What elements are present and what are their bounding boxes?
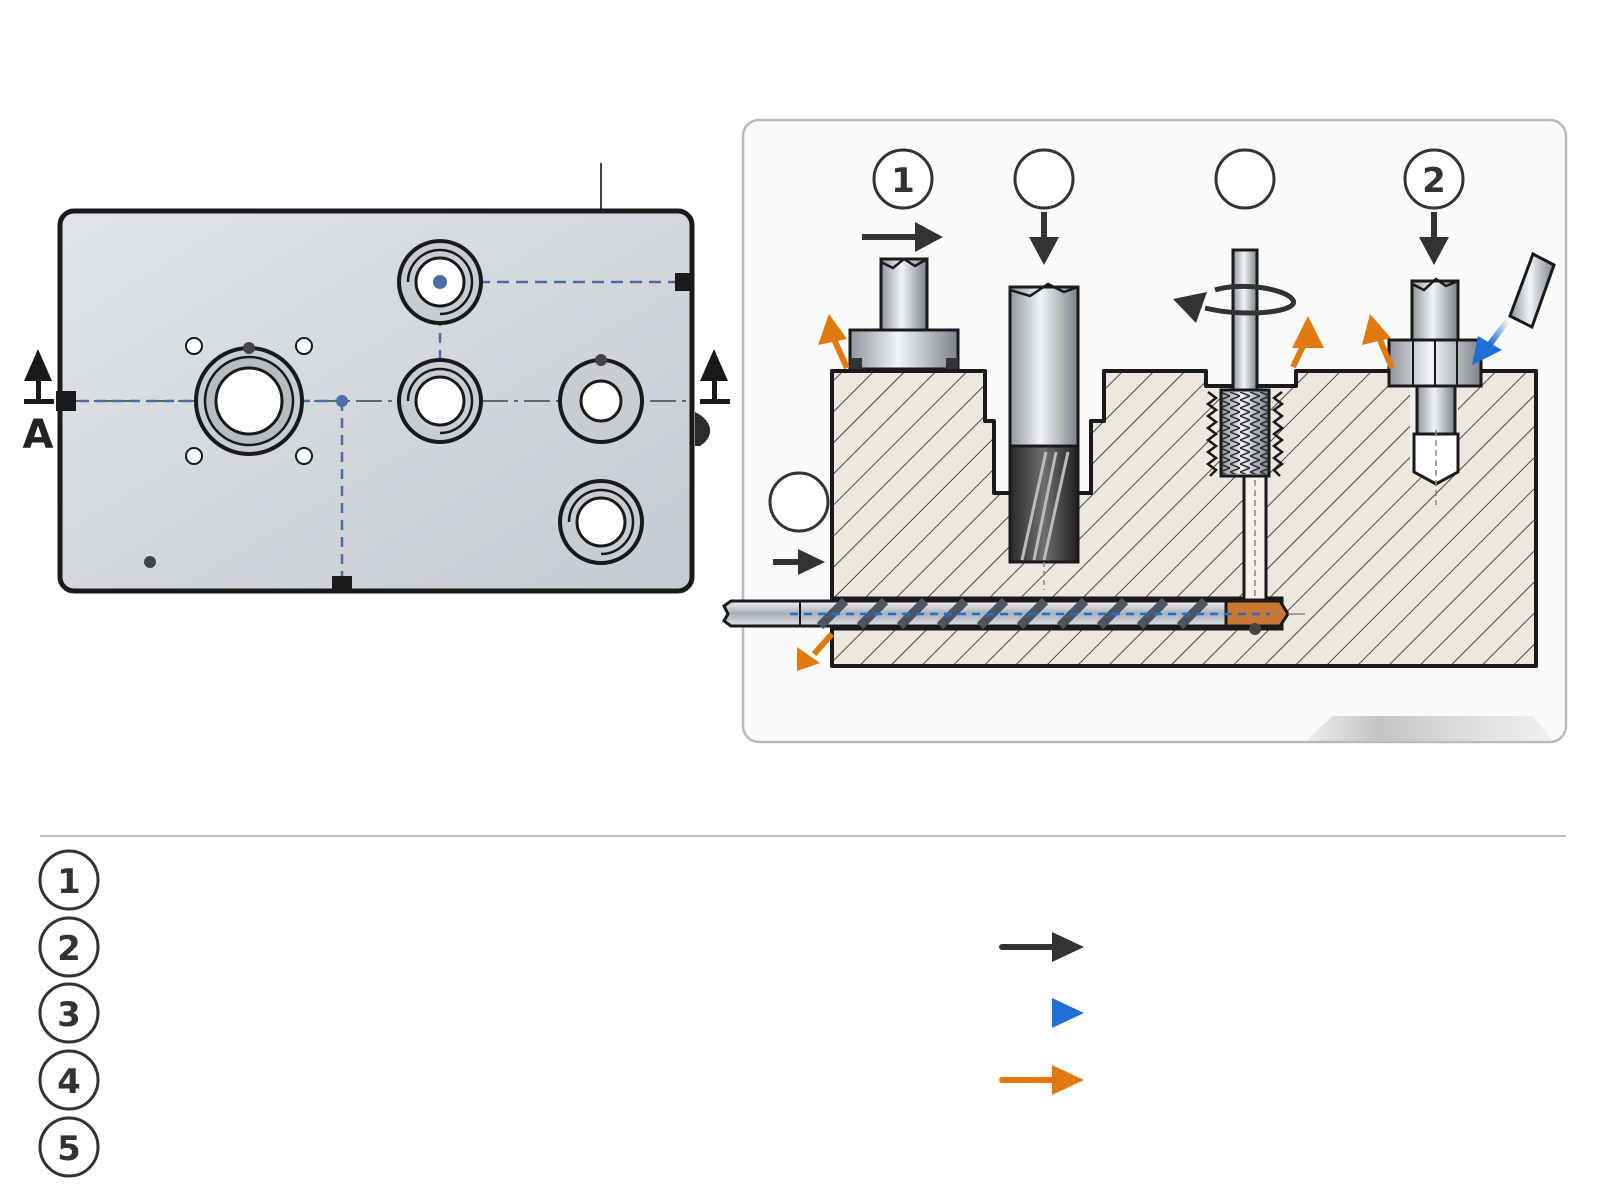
blue-coolant-arrow-shaft [1487, 318, 1511, 346]
threaded-port-top [397, 239, 483, 325]
svg-text:2: 2 [57, 929, 81, 969]
callout-2: 2 [1403, 148, 1465, 210]
svg-text:3: 3 [57, 995, 81, 1035]
callout-tap [1214, 148, 1276, 210]
section-view-panel: 1 2 [722, 118, 1568, 788]
rotation-arrow [1173, 283, 1296, 323]
channel-junction-dot [336, 395, 348, 407]
tool-face-mill [848, 257, 960, 371]
svg-text:2: 2 [1422, 161, 1446, 201]
svg-text:1: 1 [57, 862, 81, 902]
large-bore [185, 337, 313, 465]
feed-arrow-step-drill [1419, 212, 1449, 265]
tool-step-drill [1387, 277, 1483, 505]
feed-arrow-end-mill [1029, 212, 1059, 265]
workpiece-section [830, 369, 1538, 668]
svg-text:1: 1 [891, 161, 915, 201]
tool-tap [1205, 248, 1285, 478]
tool-end-mill [1008, 282, 1080, 590]
threaded-port-middle [397, 358, 483, 444]
leader-dot-large-bore [243, 342, 255, 354]
legend-arrow-chips-orange [999, 1065, 1084, 1095]
feed-arrow-face-mill [862, 222, 943, 252]
port-marker-bottom [332, 576, 352, 591]
plate-top-view: A [23, 138, 730, 788]
feed-arrow-long-drill [773, 549, 825, 575]
chip-arrows [797, 314, 1395, 671]
section-marker-right [695, 349, 730, 446]
leader-dot-plate-surface [144, 556, 156, 568]
callout-1: 1 [872, 148, 934, 210]
svg-text:5: 5 [57, 1129, 81, 1169]
legend-item-1: 1 [38, 849, 100, 911]
legend: 1 2 3 4 5 [38, 849, 1084, 1178]
tool-long-drill [722, 597, 1290, 630]
legend-item-4: 4 [38, 1049, 100, 1111]
legend-item-3: 3 [38, 982, 100, 1044]
legend-arrow-feed-dark [999, 932, 1084, 962]
section-marker-left: A [23, 349, 54, 458]
leader-dot-right-port [595, 354, 607, 366]
panel-shadow [1305, 716, 1553, 742]
port-marker-left [56, 391, 76, 411]
port-marker-right [675, 273, 691, 291]
callout-end-mill [1013, 148, 1075, 210]
blue-coolant-arrowhead [1472, 336, 1502, 365]
legend-item-2: 2 [38, 916, 100, 978]
threaded-port-lower-right [558, 479, 644, 565]
counterbore-port-right [558, 358, 644, 444]
callout-long-drill [768, 471, 830, 533]
svg-text:4: 4 [57, 1062, 81, 1102]
coolant-nozzle [1472, 251, 1556, 365]
section-label-a: A [23, 412, 54, 458]
legend-arrow-coolant-blue [1002, 998, 1084, 1028]
legend-item-5: 5 [38, 1116, 100, 1178]
